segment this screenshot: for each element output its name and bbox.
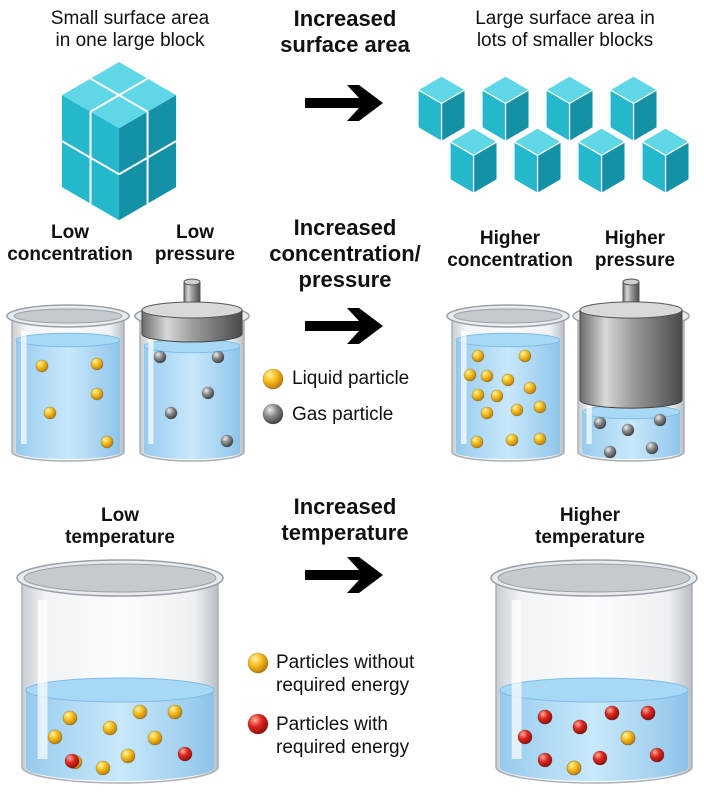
particle-with-energy bbox=[177, 746, 193, 762]
small-surface-caption: Small surface area in one large block bbox=[50, 8, 210, 52]
increased-surface-area-label: Increased surface area bbox=[280, 6, 410, 57]
particle-with-energy bbox=[649, 747, 665, 763]
arrow-group bbox=[305, 85, 383, 593]
particle-without-energy bbox=[147, 730, 163, 746]
gas-particle bbox=[201, 386, 215, 400]
gas-particle bbox=[653, 413, 667, 427]
increased-concentration-pressure-label: Increased concentration/ pressure bbox=[269, 215, 421, 292]
legend-particles-without-energy: Particles without required energy bbox=[276, 652, 415, 696]
low-concentration-label: Low concentration bbox=[7, 222, 133, 266]
legend-gas-particle-icon bbox=[262, 403, 284, 425]
legend-without-energy-icon bbox=[247, 652, 269, 674]
small-block-6 bbox=[512, 127, 563, 195]
particle-with-energy bbox=[640, 705, 656, 721]
small-block-3 bbox=[544, 75, 595, 143]
particle-with-energy bbox=[537, 752, 553, 768]
liquid-particle bbox=[470, 435, 484, 449]
liquid-particle bbox=[471, 388, 485, 402]
large-block bbox=[61, 62, 177, 221]
gas-particle bbox=[153, 350, 167, 364]
legend-liquid-particle: Liquid particle bbox=[292, 368, 410, 389]
small-block-1 bbox=[416, 75, 467, 143]
liquid-particle bbox=[490, 389, 504, 403]
liquid-particle bbox=[510, 403, 524, 417]
liquid-particle bbox=[480, 406, 494, 420]
particle-without-energy bbox=[167, 704, 183, 720]
liquid-particle bbox=[533, 400, 547, 414]
legend-liquid-particle-icon bbox=[262, 368, 284, 390]
particle-with-energy bbox=[592, 750, 608, 766]
liquid-particle bbox=[471, 349, 485, 363]
cube-group bbox=[61, 62, 691, 221]
legend-particles-with-energy: Particles with required energy bbox=[276, 714, 410, 758]
liquid-particle bbox=[501, 373, 515, 387]
large-surface-caption: Large surface area in lots of smaller bl… bbox=[475, 8, 655, 52]
small-block-8 bbox=[640, 127, 691, 195]
particle-with-energy bbox=[517, 729, 533, 745]
liquid-particle bbox=[35, 359, 49, 373]
surface-area-arrow bbox=[305, 85, 383, 121]
higher-pressure-label: Higher pressure bbox=[594, 228, 676, 272]
particle-without-energy bbox=[47, 729, 63, 745]
increased-temperature-label: Increased temperature bbox=[281, 494, 409, 545]
gas-particle bbox=[593, 416, 607, 430]
low-pressure-piston bbox=[141, 278, 243, 343]
high-concentration-beaker bbox=[446, 304, 570, 462]
concentration-arrow bbox=[305, 308, 383, 344]
low-pressure-label: Low pressure bbox=[154, 222, 236, 266]
particle-without-energy bbox=[566, 760, 582, 776]
small-block-7 bbox=[576, 127, 627, 195]
particle-group bbox=[35, 349, 667, 776]
particle-without-energy bbox=[620, 730, 636, 746]
particle-with-energy bbox=[604, 705, 620, 721]
liquid-particle bbox=[90, 387, 104, 401]
small-block-4 bbox=[608, 75, 659, 143]
liquid-particle bbox=[463, 368, 477, 382]
particle-with-energy bbox=[64, 753, 80, 769]
temperature-arrow bbox=[305, 557, 383, 593]
particle-without-energy bbox=[132, 704, 148, 720]
gas-particle bbox=[220, 434, 234, 448]
liquid-particle bbox=[480, 369, 494, 383]
gas-particle bbox=[211, 350, 225, 364]
low-concentration-beaker bbox=[6, 304, 130, 462]
liquid-particle bbox=[43, 406, 57, 420]
gas-particle bbox=[621, 423, 635, 437]
particle-without-energy bbox=[102, 720, 118, 736]
particle-without-energy bbox=[120, 748, 136, 764]
liquid-particle bbox=[90, 357, 104, 371]
particle-with-energy bbox=[537, 709, 553, 725]
gas-particle bbox=[164, 406, 178, 420]
gas-particle bbox=[645, 441, 659, 455]
high-temperature-beaker bbox=[490, 559, 698, 784]
liquid-particle bbox=[518, 349, 532, 363]
liquid-particle bbox=[100, 435, 114, 449]
low-temperature-label: Low temperature bbox=[65, 505, 175, 549]
high-pressure-piston bbox=[579, 278, 683, 409]
particle-with-energy bbox=[572, 719, 588, 735]
gas-particle bbox=[603, 445, 617, 459]
particle-without-energy bbox=[62, 710, 78, 726]
higher-temperature-label: Higher temperature bbox=[535, 505, 645, 549]
low-temperature-beaker bbox=[16, 559, 224, 784]
particle-without-energy bbox=[95, 760, 111, 776]
legend-with-energy-icon bbox=[247, 713, 269, 735]
small-block-2 bbox=[480, 75, 531, 143]
liquid-particle bbox=[505, 433, 519, 447]
small-block-5 bbox=[448, 127, 499, 195]
liquid-particle bbox=[523, 381, 537, 395]
liquid-particle bbox=[533, 432, 547, 446]
higher-concentration-label: Higher concentration bbox=[447, 228, 573, 272]
legend-gas-particle: Gas particle bbox=[292, 404, 394, 425]
beaker-group bbox=[6, 278, 698, 784]
